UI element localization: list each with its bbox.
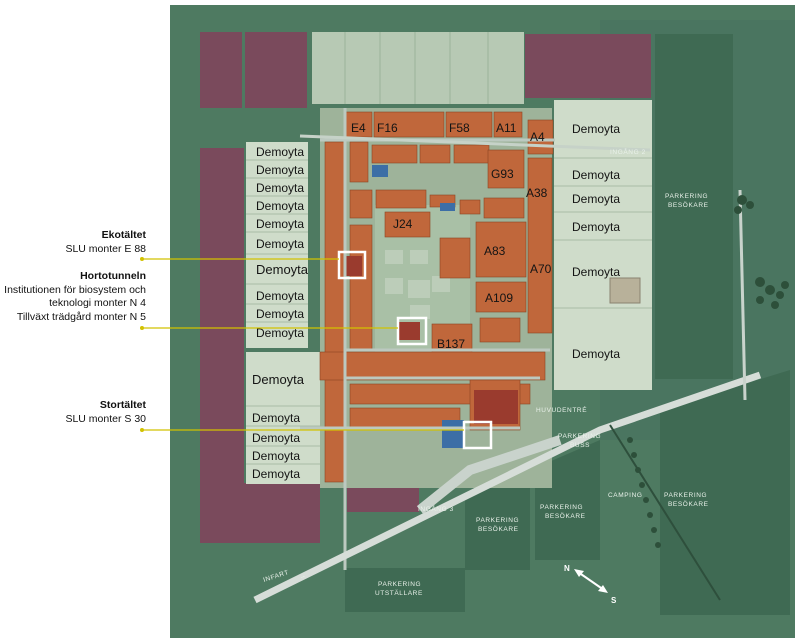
parking-sublabel: BESÖKARE bbox=[668, 201, 709, 209]
arrow-right-icon: → bbox=[298, 572, 307, 581]
internal-roads bbox=[300, 108, 555, 570]
demo-label: Demoyta bbox=[572, 192, 620, 206]
legend-line: SLU monter S 30 bbox=[65, 412, 146, 425]
compass-s: S bbox=[611, 596, 617, 605]
demo-label: Demoyta bbox=[572, 265, 620, 279]
plot-label-a109: A109 bbox=[485, 291, 513, 305]
maroon-field bbox=[200, 483, 320, 543]
compass-n: N bbox=[564, 564, 570, 573]
demo-label: Demoyta bbox=[256, 163, 304, 177]
demo-label: Demoyta bbox=[256, 199, 304, 213]
demo-label: Demoyta bbox=[252, 431, 300, 445]
demo-label: Demoyta bbox=[256, 326, 304, 340]
legend-line: Institutionen för biosystem och bbox=[4, 283, 146, 296]
road-label-ingang2: INGÅNG 2 bbox=[610, 147, 646, 156]
legend-ekotaltet: Ekotältet SLU monter E 88 bbox=[0, 229, 146, 256]
demo-label: Demoyta bbox=[252, 372, 305, 387]
plot-label-f58: F58 bbox=[449, 121, 470, 135]
demo-label: Demoyta bbox=[256, 217, 304, 231]
highlight-ekotaltet bbox=[337, 250, 367, 280]
legend-line: teknologi monter N 4 bbox=[49, 297, 146, 309]
plot-label-j24: J24 bbox=[393, 217, 413, 231]
plot-label-f16: F16 bbox=[377, 121, 398, 135]
legend-line: SLU monter E 88 bbox=[65, 242, 146, 255]
parking-label: PARKERING bbox=[540, 504, 583, 511]
demo-label: Demoyta bbox=[256, 237, 304, 251]
parking-sublabel: BUSS bbox=[570, 442, 590, 449]
demo-label: Demoyta bbox=[256, 145, 304, 159]
road-label-ingang3: INGÅNG 3 bbox=[418, 504, 454, 513]
plot-label-a38: A38 bbox=[526, 186, 548, 200]
highlight-stortaltet bbox=[462, 420, 493, 450]
parking-sublabel: BESÖKARE bbox=[668, 500, 709, 508]
parking-field bbox=[655, 34, 733, 379]
legend-stortaltet: Stortältet SLU monter S 30 bbox=[0, 399, 146, 426]
demo-label: Demoyta bbox=[572, 122, 620, 136]
legend-title: Ekotältet bbox=[101, 229, 146, 241]
plot-label-a4: A4 bbox=[530, 130, 545, 144]
tree-rows bbox=[627, 195, 789, 548]
parking-label: PARKERING bbox=[378, 581, 421, 588]
legend-hortotunneln: Hortotunneln Institutionen för biosystem… bbox=[0, 270, 146, 324]
road-label-huvudentre: HUVUDENTRÉ bbox=[536, 405, 587, 414]
demo-label: Demoyta bbox=[252, 449, 300, 463]
plot-label-a70: A70 bbox=[530, 262, 552, 276]
maroon-field bbox=[200, 148, 244, 483]
plot-label-b137: B137 bbox=[437, 337, 465, 351]
parking-sublabel: UTSTÄLLARE bbox=[375, 589, 423, 597]
plot-label-a11: A11 bbox=[496, 121, 517, 135]
exhibit-blocks bbox=[319, 111, 554, 483]
maroon-field bbox=[200, 32, 242, 108]
plot-label-a83: A83 bbox=[484, 244, 506, 258]
compass-icon: N S bbox=[564, 564, 617, 605]
parking-label: PARKERING bbox=[665, 193, 708, 200]
parking-label: PARKERING bbox=[558, 433, 601, 440]
highlight-hortotunneln bbox=[396, 316, 428, 346]
demo-label: Demoyta bbox=[252, 467, 300, 481]
demo-label: Demoyta bbox=[572, 168, 620, 182]
plot-label-g93: G93 bbox=[491, 167, 514, 181]
greenhouse-area bbox=[312, 32, 524, 104]
demo-label: Demoyta bbox=[256, 262, 309, 277]
demo-label: Demoyta bbox=[572, 220, 620, 234]
demo-label: Demoyta bbox=[256, 289, 304, 303]
demo-label: Demoyta bbox=[256, 181, 304, 195]
maroon-field bbox=[245, 32, 307, 108]
maroon-field bbox=[525, 34, 651, 98]
parking-label: PARKERING bbox=[476, 517, 519, 524]
parking-field bbox=[345, 568, 465, 612]
demo-label: Demoyta bbox=[256, 307, 304, 321]
legend-line: Tillväxt trädgård monter N 5 bbox=[16, 310, 146, 323]
parking-sublabel: BESÖKARE bbox=[545, 512, 586, 520]
camping-label: CAMPING bbox=[608, 492, 643, 499]
plot-label-e4: E4 bbox=[351, 121, 366, 135]
main-road bbox=[253, 371, 762, 604]
parking-label: PARKERING bbox=[664, 492, 707, 499]
legend-title: Hortotunneln bbox=[80, 270, 146, 282]
demo-label: Demoyta bbox=[252, 411, 300, 425]
demo-zone-left bbox=[246, 142, 321, 484]
parking-sublabel: BESÖKARE bbox=[478, 525, 519, 533]
legend-title: Stortältet bbox=[99, 399, 146, 411]
demo-label: Demoyta bbox=[572, 347, 620, 361]
